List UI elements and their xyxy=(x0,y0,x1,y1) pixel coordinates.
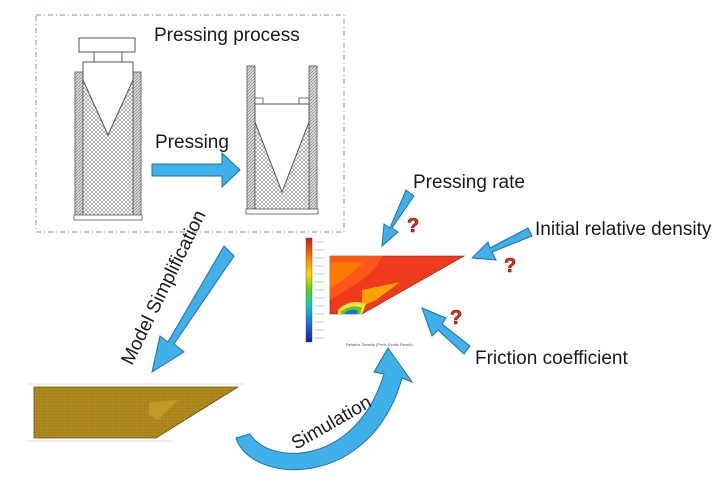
initial-density-label: Initial relative density xyxy=(535,219,712,240)
friction-label: Friction coefficient xyxy=(475,348,628,369)
contour-result: Relative Density (Pred. Exotic Result) xyxy=(305,237,466,347)
pressing-rate-label: Pressing rate xyxy=(413,172,525,193)
initial-density-arrow xyxy=(470,227,533,261)
pressing-rate-arrow xyxy=(381,189,415,248)
pressing-arrow xyxy=(151,151,241,189)
friction-question-icon: ? xyxy=(450,307,462,329)
model-simplification-arrow xyxy=(151,245,235,374)
die-after-pressing xyxy=(245,65,319,215)
pressing-process-label: Pressing process xyxy=(154,25,300,46)
simulation-arrow xyxy=(235,347,414,471)
die-before-pressing xyxy=(73,37,143,221)
contour-scale-ticks xyxy=(314,241,324,339)
friction-arrow xyxy=(421,307,471,355)
pressing-rate-question-icon: ? xyxy=(407,215,419,237)
pressing-process-box xyxy=(35,14,345,233)
contour-caption: Relative Density (Pred. Exotic Result) xyxy=(346,342,413,347)
contour-color-scale xyxy=(305,237,313,343)
simplified-mesh-model xyxy=(28,383,244,442)
initial-density-question-icon: ? xyxy=(504,255,516,277)
pressing-label: Pressing xyxy=(155,132,229,153)
